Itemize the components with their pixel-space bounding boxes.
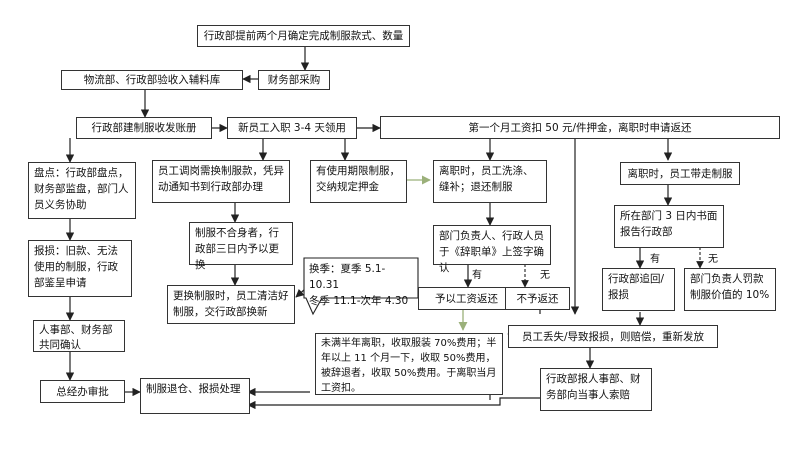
node-season: 换季：夏季 5.1-10.31 冬季 11.1-次年 4.30: [309, 263, 409, 307]
label-yes: 有: [472, 270, 482, 281]
node-finance-purchase: 财务部采购: [258, 70, 330, 90]
node-charge-rule: 未满半年离职，收取服装 70%费用；半年以上 11 个月一下，收取 50%费用，…: [315, 333, 503, 395]
node-claim: 行政部报人事部、财务部向当事人索赔: [540, 368, 652, 411]
node-sign-confirm: 部门负责人、行政人员于《辞职单》上签字确认: [433, 225, 551, 274]
node-no-refund: 不予返还: [505, 287, 570, 310]
label-yes: 有: [650, 254, 660, 265]
node-replace: 更换制服时，员工清洁好制服，交行政部换新: [167, 285, 295, 324]
node-ledger: 行政部建制服收发账册: [76, 117, 212, 139]
node-joint-confirm: 人事部、财务部共同确认: [33, 320, 125, 352]
node-take-away: 离职时，员工带走制服: [620, 162, 740, 185]
node-fine: 部门负责人罚款制服价值的 10%: [684, 268, 776, 311]
node-term-deposit: 有使用期限制服，交纳规定押金: [310, 160, 407, 203]
node-gm-approve: 总经办审批: [40, 380, 125, 403]
node-deposit: 第一个月工资扣 50 元/件押金，离职时申请返还: [380, 116, 780, 139]
label-no: 无: [540, 270, 550, 281]
node-inventory: 盘点：行政部盘点，财务部监盘，部门人员义务协助: [28, 162, 136, 219]
node-resign-wash: 离职时，员工洗涤、缝补；退还制服: [433, 160, 547, 203]
node-compensate: 员工丢失/导致报损，则赔偿，重新发放: [508, 325, 718, 348]
node-logistics-receive: 物流部、行政部验收入辅料库: [61, 70, 243, 90]
node-confirm-style: 行政部提前两个月确定完成制服款式、数量: [197, 25, 410, 47]
node-transfer: 员工调岗需换制服款，凭异动通知书到行政部办理: [152, 160, 290, 203]
node-refund: 予以工资返还: [418, 287, 515, 310]
node-scrap-apply: 报损：旧款、无法使用的制服，行政部鉴呈申请: [28, 240, 132, 297]
node-return-stock: 制服退仓、报损处理: [140, 378, 250, 414]
node-not-fit: 制服不合身者，行政部三日内予以更换: [189, 222, 293, 271]
node-dept-report: 所在部门 3 日内书面报告行政部: [614, 205, 724, 248]
label-no: 无: [708, 254, 718, 265]
node-recover: 行政部追回/报损: [602, 268, 675, 311]
node-new-employee: 新员工入职 3-4 天领用: [227, 117, 357, 139]
